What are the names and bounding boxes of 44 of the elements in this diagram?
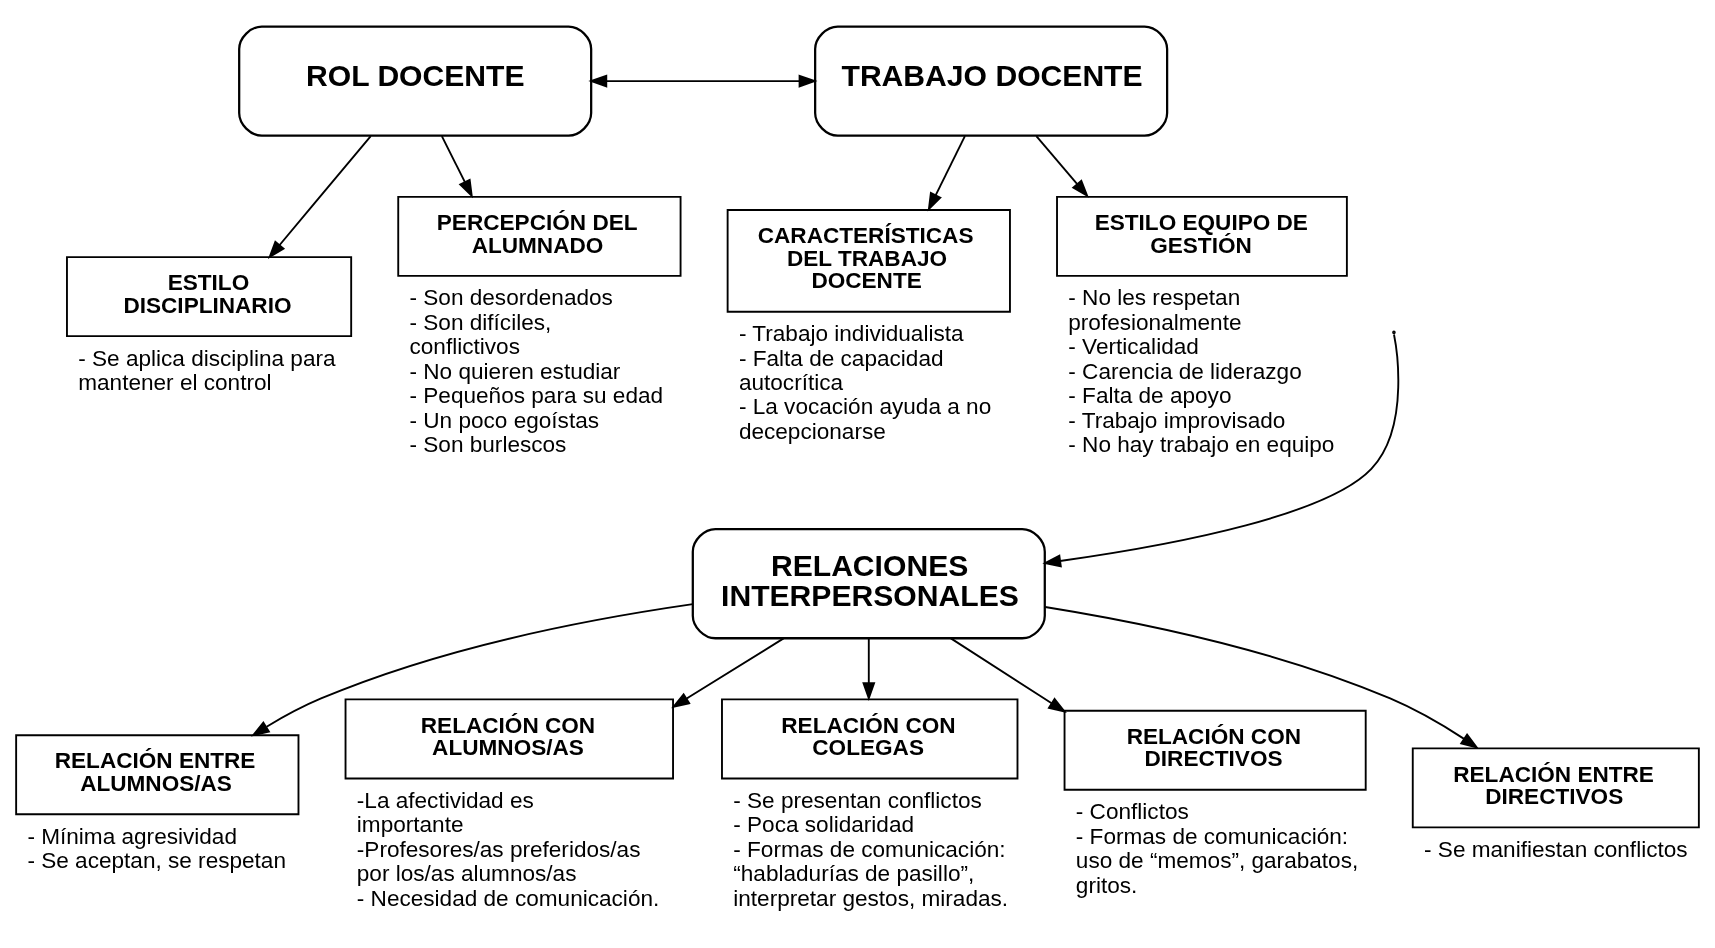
node-label: - Trabajo improvisado bbox=[1068, 407, 1286, 433]
node-box: CARACTERÍSTICAS DEL TRABAJO DOCENTE bbox=[726, 208, 1011, 313]
node-box: TRABAJO DOCENTE bbox=[814, 24, 1169, 137]
arrow bbox=[862, 636, 876, 701]
node-label: - La vocación ayuda a no decepcionarse bbox=[738, 393, 992, 444]
node-box: RELACIÓN ENTRE ALUMNOS/AS bbox=[15, 733, 300, 815]
node-box: PERCEPCIÓN DEL ALUMNADO bbox=[397, 195, 682, 277]
node-box: RELACIONES INTERPERSONALES bbox=[691, 527, 1046, 639]
arrow bbox=[588, 74, 818, 88]
arrow bbox=[250, 602, 694, 737]
arrow bbox=[1035, 134, 1089, 198]
node-box: RELACIÓN ENTRE DIRECTIVOS bbox=[1411, 746, 1700, 828]
node-label: - Mínima agresividad bbox=[27, 823, 237, 849]
arrow bbox=[1044, 605, 1480, 749]
arrow bbox=[671, 636, 785, 708]
node-label: - Se aplica disciplina para mantener el control bbox=[78, 345, 336, 395]
node-label: - Trabajo individualista bbox=[738, 320, 964, 346]
node-label: - Formas de comunicación: uso de “memos”, garabatos, gritos. bbox=[1075, 823, 1359, 898]
node-label: - Se presentan conflictos bbox=[733, 787, 982, 813]
node-label: -Profesores/as preferidos/as por los/as alumnos/as bbox=[356, 836, 641, 886]
node-box: ESTILO EQUIPO DE GESTIÓN bbox=[1056, 195, 1348, 277]
arrow bbox=[1042, 333, 1400, 567]
node-label: - Conflictos bbox=[1075, 798, 1189, 824]
arrow bbox=[949, 636, 1067, 713]
node-box: RELACIÓN CON COLEGAS bbox=[721, 698, 1019, 779]
arrow bbox=[267, 134, 372, 259]
node-label: - Un poco egoístas bbox=[409, 407, 600, 433]
node-label: - Carencia de liderazgo bbox=[1068, 358, 1302, 384]
node-box: RELACIÓN CON ALUMNOS/AS bbox=[344, 698, 674, 779]
node-label: -La afectividad es importante bbox=[356, 787, 534, 837]
arrow bbox=[440, 134, 473, 198]
node-label: - Se manifiestan conflictos bbox=[1424, 836, 1688, 862]
arrow bbox=[927, 134, 966, 211]
node-label: - Necesidad de comunicación. bbox=[356, 885, 660, 911]
node-label: - Formas de comunicación: “habladurías de pasillo”, interpretar gestos, miradas. bbox=[733, 836, 1009, 911]
node-box: RELACIÓN CON DIRECTIVOS bbox=[1063, 709, 1367, 791]
node-box: ROL DOCENTE bbox=[238, 24, 593, 137]
node-label: - No quieren estudiar bbox=[409, 358, 621, 384]
node-label: - No les respetan profesionalmente bbox=[1068, 284, 1242, 335]
node-box: ESTILO DISCIPLINARIO bbox=[66, 255, 353, 337]
node-label: - Falta de apoyo bbox=[1068, 382, 1232, 408]
node-label: - Falta de capacidad autocrítica bbox=[738, 345, 944, 395]
node-label: - Son desordenados bbox=[409, 284, 613, 310]
node-label: - Son difíciles, conflictivos bbox=[409, 309, 552, 359]
